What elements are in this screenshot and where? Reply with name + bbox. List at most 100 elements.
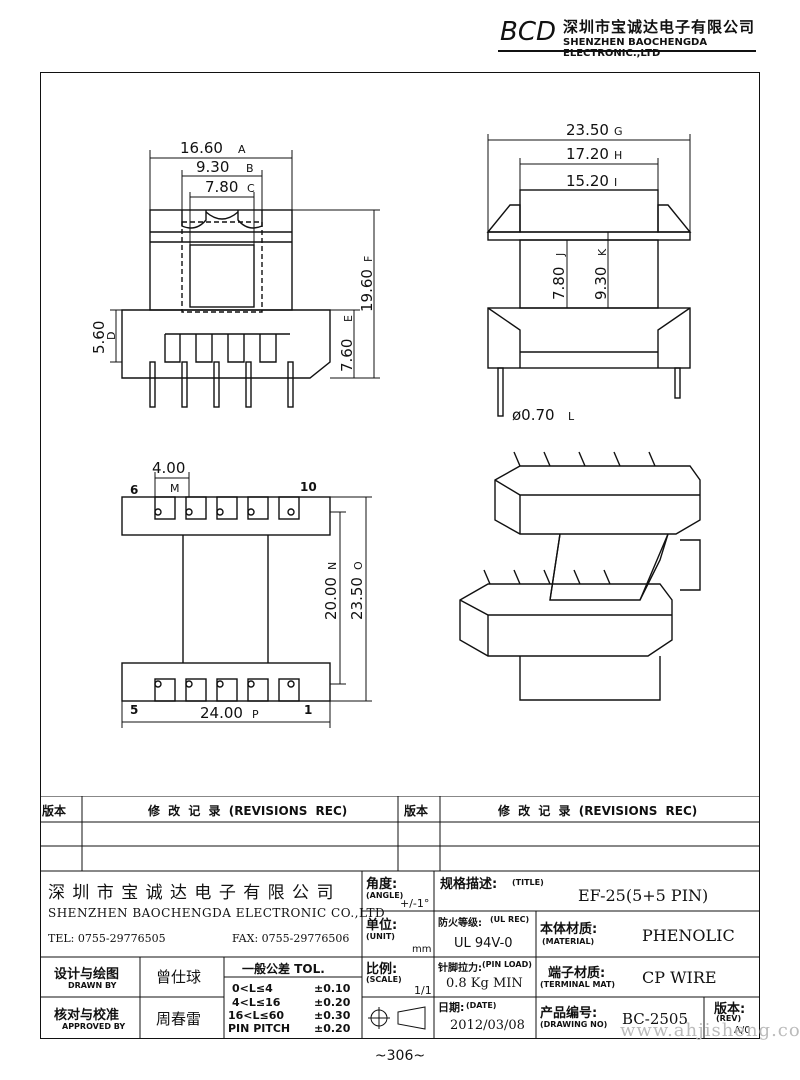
tb-date-label: 日期: bbox=[438, 1001, 465, 1014]
page-number: ~306~ bbox=[374, 1048, 426, 1064]
tb-tol-value-2: ±0.30 bbox=[314, 1009, 351, 1022]
dim-o-value: 23.50 bbox=[348, 577, 366, 620]
tb-fax: FAX: 0755-29776506 bbox=[232, 932, 350, 945]
dim-n-value: 20.00 bbox=[322, 577, 340, 620]
dim-o-tag: O bbox=[352, 561, 365, 570]
drawing-sheet bbox=[40, 72, 760, 1039]
dim-h-value: 17.20 bbox=[566, 145, 609, 163]
rev-col-version-right: 版本 bbox=[404, 804, 429, 818]
tb-company-cn: 深 圳 市 宝 诚 达 电 子 有 限 公 司 bbox=[48, 883, 335, 903]
dim-f-value: 19.60 bbox=[358, 269, 376, 312]
dim-l-tag: L bbox=[568, 410, 575, 423]
pin-label-1: 1 bbox=[304, 703, 312, 717]
tb-tol-title: 一般公差 TOL. bbox=[242, 962, 325, 976]
bottom-view bbox=[121, 496, 331, 702]
rev-col-record-left: 修 改 记 录 (REVISIONS REC) bbox=[148, 804, 348, 818]
dim-c-value: 7.80 bbox=[205, 178, 238, 196]
dim-a-value: 16.60 bbox=[180, 139, 223, 157]
dim-i-tag: I bbox=[614, 176, 617, 189]
tb-approved-label: 核对与校准 bbox=[54, 1008, 120, 1023]
logo-text: BCD bbox=[500, 17, 556, 47]
pin-label-10: 10 bbox=[300, 480, 317, 494]
company-logo: BCD bbox=[500, 17, 556, 47]
dim-j-tag: J bbox=[554, 253, 567, 257]
tb-drawing-label: 产品编号: bbox=[540, 1006, 598, 1021]
header-company-cn: 深圳市宝诚达电子有限公司 bbox=[563, 18, 756, 36]
tb-title-label-en: (TITLE) bbox=[512, 878, 544, 887]
tb-angle-value: +/-1° bbox=[400, 897, 430, 910]
tb-material-label-en: (MATERIAL) bbox=[542, 937, 595, 946]
watermark: www.ahjisheng.com bbox=[620, 1020, 800, 1041]
tb-scale-label: 比例: bbox=[366, 962, 398, 977]
dim-k-value: 9.30 bbox=[592, 267, 610, 300]
tb-unit-label: 单位: bbox=[366, 918, 398, 933]
tb-drawn-label: 设计与绘图 bbox=[54, 967, 120, 982]
dim-i-value: 15.20 bbox=[566, 172, 609, 190]
tb-material-value: PHENOLIC bbox=[642, 926, 735, 945]
dim-d-tag: D bbox=[105, 332, 118, 340]
tb-rev-value: A/0 bbox=[734, 1025, 751, 1036]
tb-scale-label-en: (SCALE) bbox=[366, 975, 402, 984]
tb-approved-label-en: APPROVED BY bbox=[62, 1022, 126, 1031]
dim-p-tag: P bbox=[252, 708, 259, 721]
dim-b-value: 9.30 bbox=[196, 158, 229, 176]
dim-a-tag: A bbox=[238, 143, 246, 156]
tb-pinload-label-en: (PIN LOAD) bbox=[482, 960, 532, 969]
header-company-en: SHENZHEN BAOCHENGDA ELECTRONIC.,LTD bbox=[563, 37, 708, 59]
front-view bbox=[121, 209, 331, 408]
tb-ul-value: UL 94V-0 bbox=[454, 936, 513, 951]
dim-f-tag: F bbox=[362, 256, 375, 262]
tb-ul-label-en: (UL REC) bbox=[490, 915, 530, 924]
tb-unit-value: mm bbox=[412, 944, 432, 955]
tb-terminal-label-en: (TERMINAL MAT) bbox=[540, 980, 616, 989]
tb-company-en: SHENZHEN BAOCHENGDA ELECTRONIC CO.,LTD bbox=[48, 906, 386, 920]
rev-col-record-right: 修 改 记 录 (REVISIONS REC) bbox=[498, 804, 698, 818]
tb-tol-value-1: ±0.20 bbox=[314, 996, 351, 1009]
pin-label-6: 6 bbox=[130, 483, 138, 497]
side-view bbox=[486, 189, 692, 417]
tb-angle-label-en: (ANGLE) bbox=[366, 891, 404, 900]
tb-terminal-value: CP WIRE bbox=[642, 968, 717, 987]
dim-g-value: 23.50 bbox=[566, 121, 609, 139]
tb-tol-range-3: PIN PITCH bbox=[228, 1022, 291, 1035]
revisions-table bbox=[40, 796, 760, 872]
tb-drawing-label-en: (DRAWING NO) bbox=[540, 1020, 608, 1029]
dim-e-tag: E bbox=[342, 315, 355, 322]
dim-k-tag: K bbox=[596, 248, 609, 256]
tb-terminal-label: 端子材质: bbox=[548, 966, 606, 981]
rev-col-version-left: 版本 bbox=[42, 804, 67, 818]
dim-h-tag: H bbox=[614, 149, 622, 162]
tb-pinload-value: 0.8 Kg MIN bbox=[446, 976, 523, 991]
tb-tel: TEL: 0755-29776505 bbox=[48, 932, 166, 945]
dim-d-value: 5.60 bbox=[90, 321, 108, 354]
technical-drawing: 16.60 9.30 7.80 A B C 19.60 F 5.60 D 7.6… bbox=[90, 121, 701, 728]
tb-date-label-en: (DATE) bbox=[466, 1001, 497, 1010]
tb-drawn-label-en: DRAWN BY bbox=[68, 981, 117, 990]
tb-title-label: 规格描述: bbox=[440, 877, 498, 892]
dim-j-value: 7.80 bbox=[550, 267, 568, 300]
tb-drawing-value: BC-2505 bbox=[622, 1010, 689, 1028]
tb-tol-value-3: ±0.20 bbox=[314, 1022, 351, 1035]
dim-m-value: 4.00 bbox=[152, 459, 185, 477]
tb-material-label: 本体材质: bbox=[540, 922, 598, 937]
pin-label-5: 5 bbox=[130, 703, 138, 717]
tb-title-value: EF-25(5+5 PIN) bbox=[578, 886, 709, 905]
dim-l-value: ø0.70 bbox=[512, 406, 555, 424]
dim-g-tag: G bbox=[614, 125, 623, 138]
isometric-view bbox=[459, 451, 701, 701]
dim-m-tag: M bbox=[170, 482, 180, 495]
tb-tol-range-2: 16<L≤60 bbox=[228, 1009, 285, 1022]
tb-unit-label-en: (UNIT) bbox=[366, 932, 395, 941]
tb-ul-label: 防火等级: bbox=[438, 918, 482, 929]
tb-drawn-value: 曾仕球 bbox=[156, 968, 202, 986]
tb-date-value: 2012/03/08 bbox=[450, 1018, 525, 1033]
tb-scale-value: 1/1 bbox=[414, 984, 432, 997]
dim-e-value: 7.60 bbox=[338, 339, 356, 372]
header-rule bbox=[498, 50, 756, 52]
title-block-grid bbox=[40, 871, 760, 1039]
tb-pinload-label: 针脚拉力: bbox=[438, 963, 482, 974]
tb-angle-label: 角度: bbox=[366, 877, 398, 892]
tb-tol-range-0: 0<L≤4 bbox=[232, 982, 273, 995]
tb-rev-label-en: (REV) bbox=[716, 1014, 742, 1023]
tb-tol-range-1: 4<L≤16 bbox=[232, 996, 281, 1009]
